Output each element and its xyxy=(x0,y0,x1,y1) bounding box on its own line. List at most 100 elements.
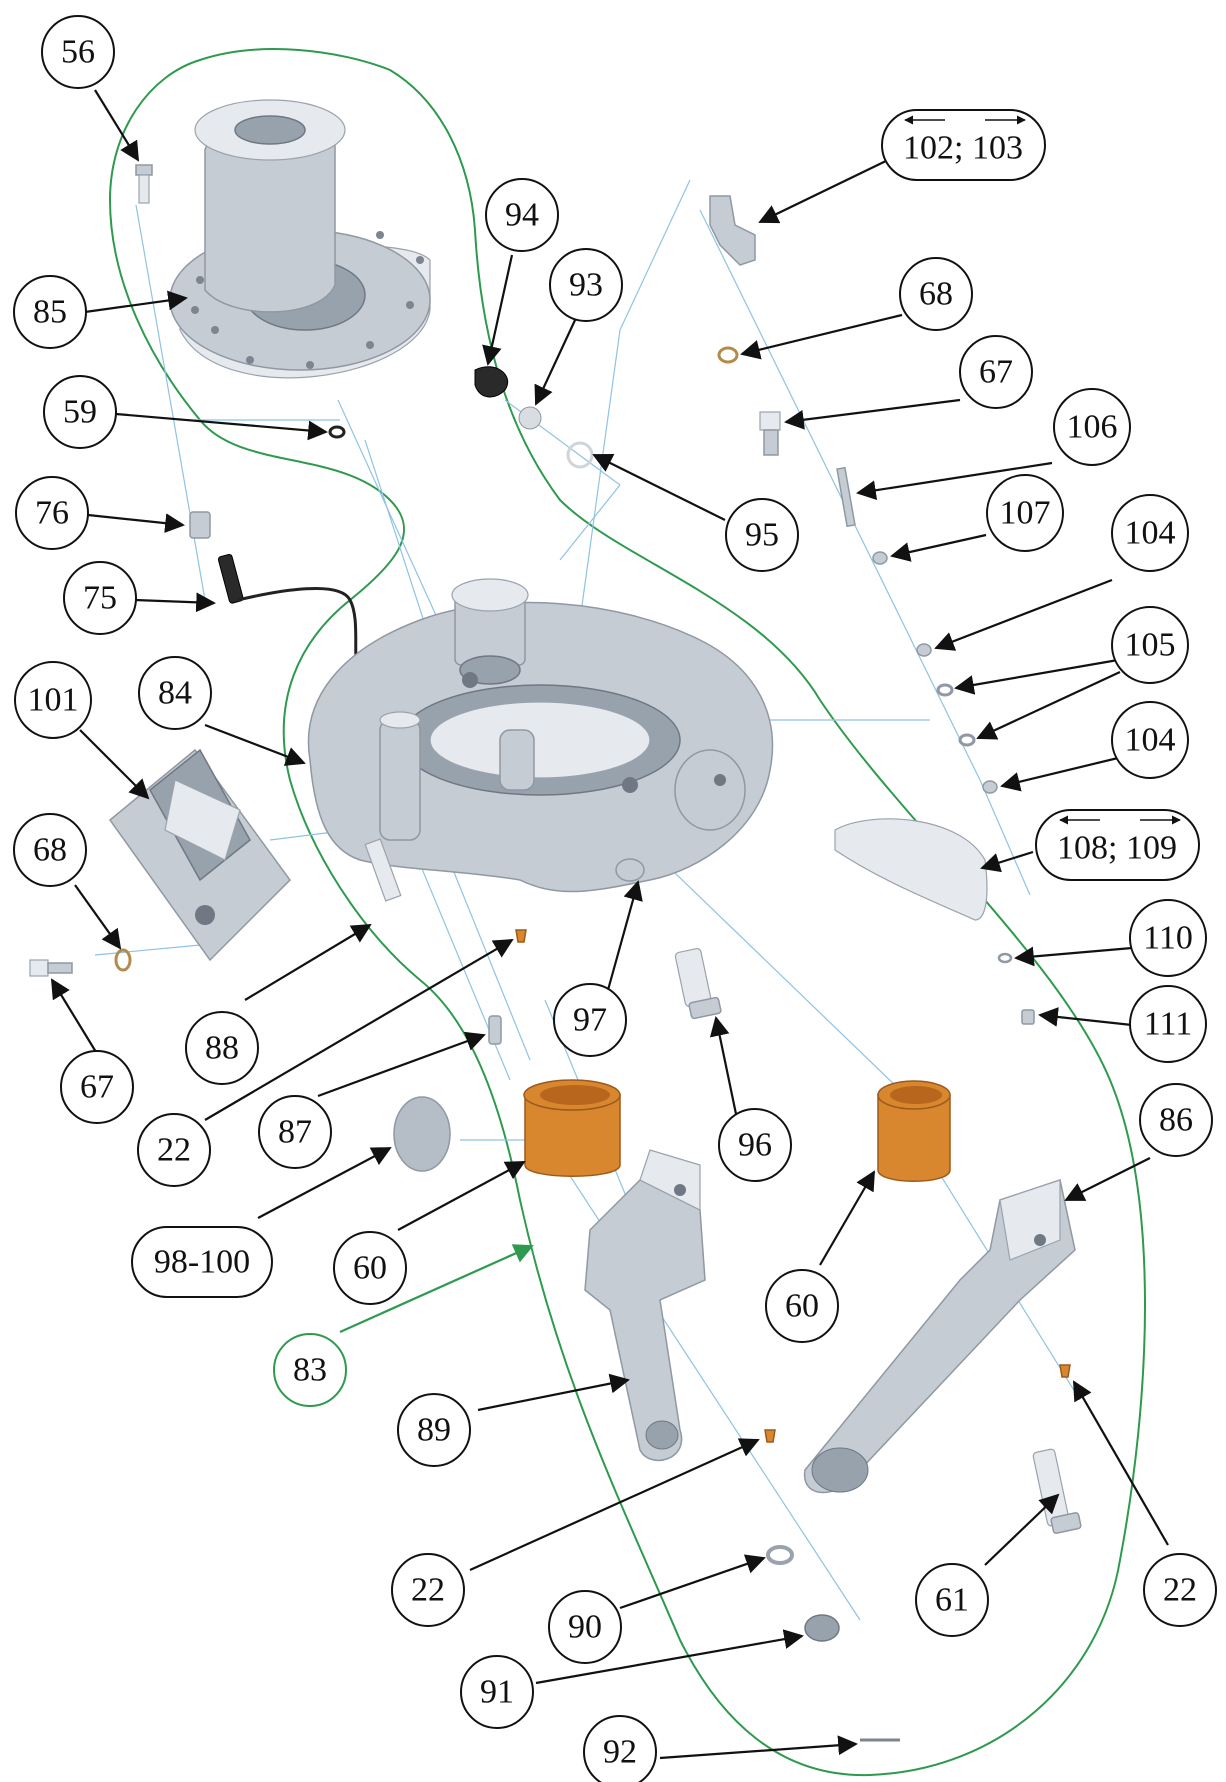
callout-22-middle: 22 xyxy=(391,1553,465,1627)
svg-text:101: 101 xyxy=(28,682,79,719)
svg-text:83: 83 xyxy=(293,1352,327,1389)
part-98-100-shim xyxy=(393,1096,451,1172)
callout-107: 107 xyxy=(986,474,1064,552)
part-104-nut-upper xyxy=(916,643,932,657)
part-95-ring xyxy=(566,441,594,469)
callout-94: 94 xyxy=(485,178,559,252)
callout-95: 95 xyxy=(725,498,799,572)
callout-85: 85 xyxy=(13,275,87,349)
svg-text:85: 85 xyxy=(33,294,67,331)
part-75-sensor xyxy=(217,553,358,661)
part-108-plate xyxy=(834,818,988,921)
part-90-lockwasher xyxy=(766,1545,794,1565)
svg-text:98-100: 98-100 xyxy=(154,1244,250,1281)
callout-60-right: 60 xyxy=(765,1269,839,1343)
part-85-hub xyxy=(169,99,431,379)
callout-96: 96 xyxy=(718,1108,792,1182)
callout-92: 92 xyxy=(583,1715,657,1782)
svg-text:110: 110 xyxy=(1143,920,1193,957)
callout-88: 88 xyxy=(185,1011,259,1085)
part-67-bolt-right xyxy=(759,411,781,456)
svg-text:96: 96 xyxy=(738,1127,772,1164)
callout-56: 56 xyxy=(41,15,115,89)
part-68-washer-left xyxy=(114,948,132,972)
svg-text:87: 87 xyxy=(278,1114,312,1151)
callout-67-left: 67 xyxy=(60,1050,134,1124)
svg-text:86: 86 xyxy=(1159,1102,1193,1139)
callout-83: 83 xyxy=(273,1333,347,1407)
callout-22-upper: 22 xyxy=(137,1113,211,1187)
callout-87: 87 xyxy=(258,1095,332,1169)
callout-110: 110 xyxy=(1129,899,1207,977)
callout-111: 111 xyxy=(1129,985,1207,1063)
callout-61: 61 xyxy=(915,1563,989,1637)
part-101-bracket xyxy=(108,748,291,962)
svg-text:88: 88 xyxy=(205,1030,239,1067)
callout-108-109: 108; 109 xyxy=(1035,809,1200,881)
part-59-oring xyxy=(328,425,346,439)
svg-text:67: 67 xyxy=(80,1069,114,1106)
callout-75: 75 xyxy=(63,561,137,635)
callout-59: 59 xyxy=(43,375,117,449)
callout-86: 86 xyxy=(1139,1083,1213,1157)
svg-text:60: 60 xyxy=(353,1250,387,1287)
part-86-arm xyxy=(803,1179,1076,1494)
callout-91: 91 xyxy=(460,1655,534,1729)
part-22-nipple-right xyxy=(1059,1364,1071,1378)
callout-93: 93 xyxy=(549,248,623,322)
callout-68-right: 68 xyxy=(899,257,973,331)
part-94-cap xyxy=(474,366,509,398)
svg-text:68: 68 xyxy=(919,276,953,313)
svg-text:105: 105 xyxy=(1125,627,1176,664)
svg-text:68: 68 xyxy=(33,832,67,869)
callout-101: 101 xyxy=(14,661,92,739)
part-60-bushing-left xyxy=(523,1079,621,1177)
svg-text:91: 91 xyxy=(480,1674,514,1711)
svg-text:93: 93 xyxy=(569,267,603,304)
part-67-bolt-left xyxy=(29,959,73,977)
callout-22-right: 22 xyxy=(1143,1553,1217,1627)
part-22-nipple-middle xyxy=(764,1429,776,1443)
svg-text:97: 97 xyxy=(573,1002,607,1039)
part-87-pin xyxy=(488,1015,502,1045)
svg-text:106: 106 xyxy=(1067,409,1118,446)
part-68-washer-right xyxy=(717,346,739,364)
svg-text:75: 75 xyxy=(83,580,117,617)
callout-76: 76 xyxy=(15,476,89,550)
callout-84: 84 xyxy=(138,656,212,730)
svg-text:84: 84 xyxy=(158,675,192,712)
part-84-knuckle xyxy=(307,578,774,902)
part-104-nut-lower xyxy=(982,780,998,794)
callout-90: 90 xyxy=(548,1590,622,1664)
svg-text:94: 94 xyxy=(505,197,539,234)
svg-text:104: 104 xyxy=(1125,722,1176,759)
svg-text:92: 92 xyxy=(603,1734,637,1771)
svg-text:22: 22 xyxy=(157,1132,191,1169)
part-105-washer-2 xyxy=(958,733,976,747)
leader-lines xyxy=(50,89,1169,1760)
part-96-bolt xyxy=(674,948,722,1020)
svg-text:95: 95 xyxy=(745,517,779,554)
svg-text:104: 104 xyxy=(1125,515,1176,552)
callout-68-left: 68 xyxy=(13,813,87,887)
svg-text:76: 76 xyxy=(35,495,69,532)
svg-text:22: 22 xyxy=(411,1572,445,1609)
part-97-nut xyxy=(615,858,645,882)
part-107-nut xyxy=(872,551,888,565)
svg-text:108; 109: 108; 109 xyxy=(1057,830,1177,867)
svg-text:89: 89 xyxy=(417,1412,451,1449)
callout-104-upper: 104 xyxy=(1111,494,1189,572)
svg-text:61: 61 xyxy=(935,1582,969,1619)
svg-text:90: 90 xyxy=(568,1609,602,1646)
part-76-sleeve xyxy=(189,511,211,539)
callout-89: 89 xyxy=(397,1393,471,1467)
callout-97: 97 xyxy=(553,983,627,1057)
svg-text:56: 56 xyxy=(61,34,95,71)
svg-text:111: 111 xyxy=(1144,1006,1192,1043)
svg-text:59: 59 xyxy=(63,394,97,431)
part-110-washer xyxy=(997,952,1013,964)
svg-text:67: 67 xyxy=(979,354,1013,391)
part-102-clip xyxy=(709,195,756,266)
part-56-bolt xyxy=(135,164,153,204)
